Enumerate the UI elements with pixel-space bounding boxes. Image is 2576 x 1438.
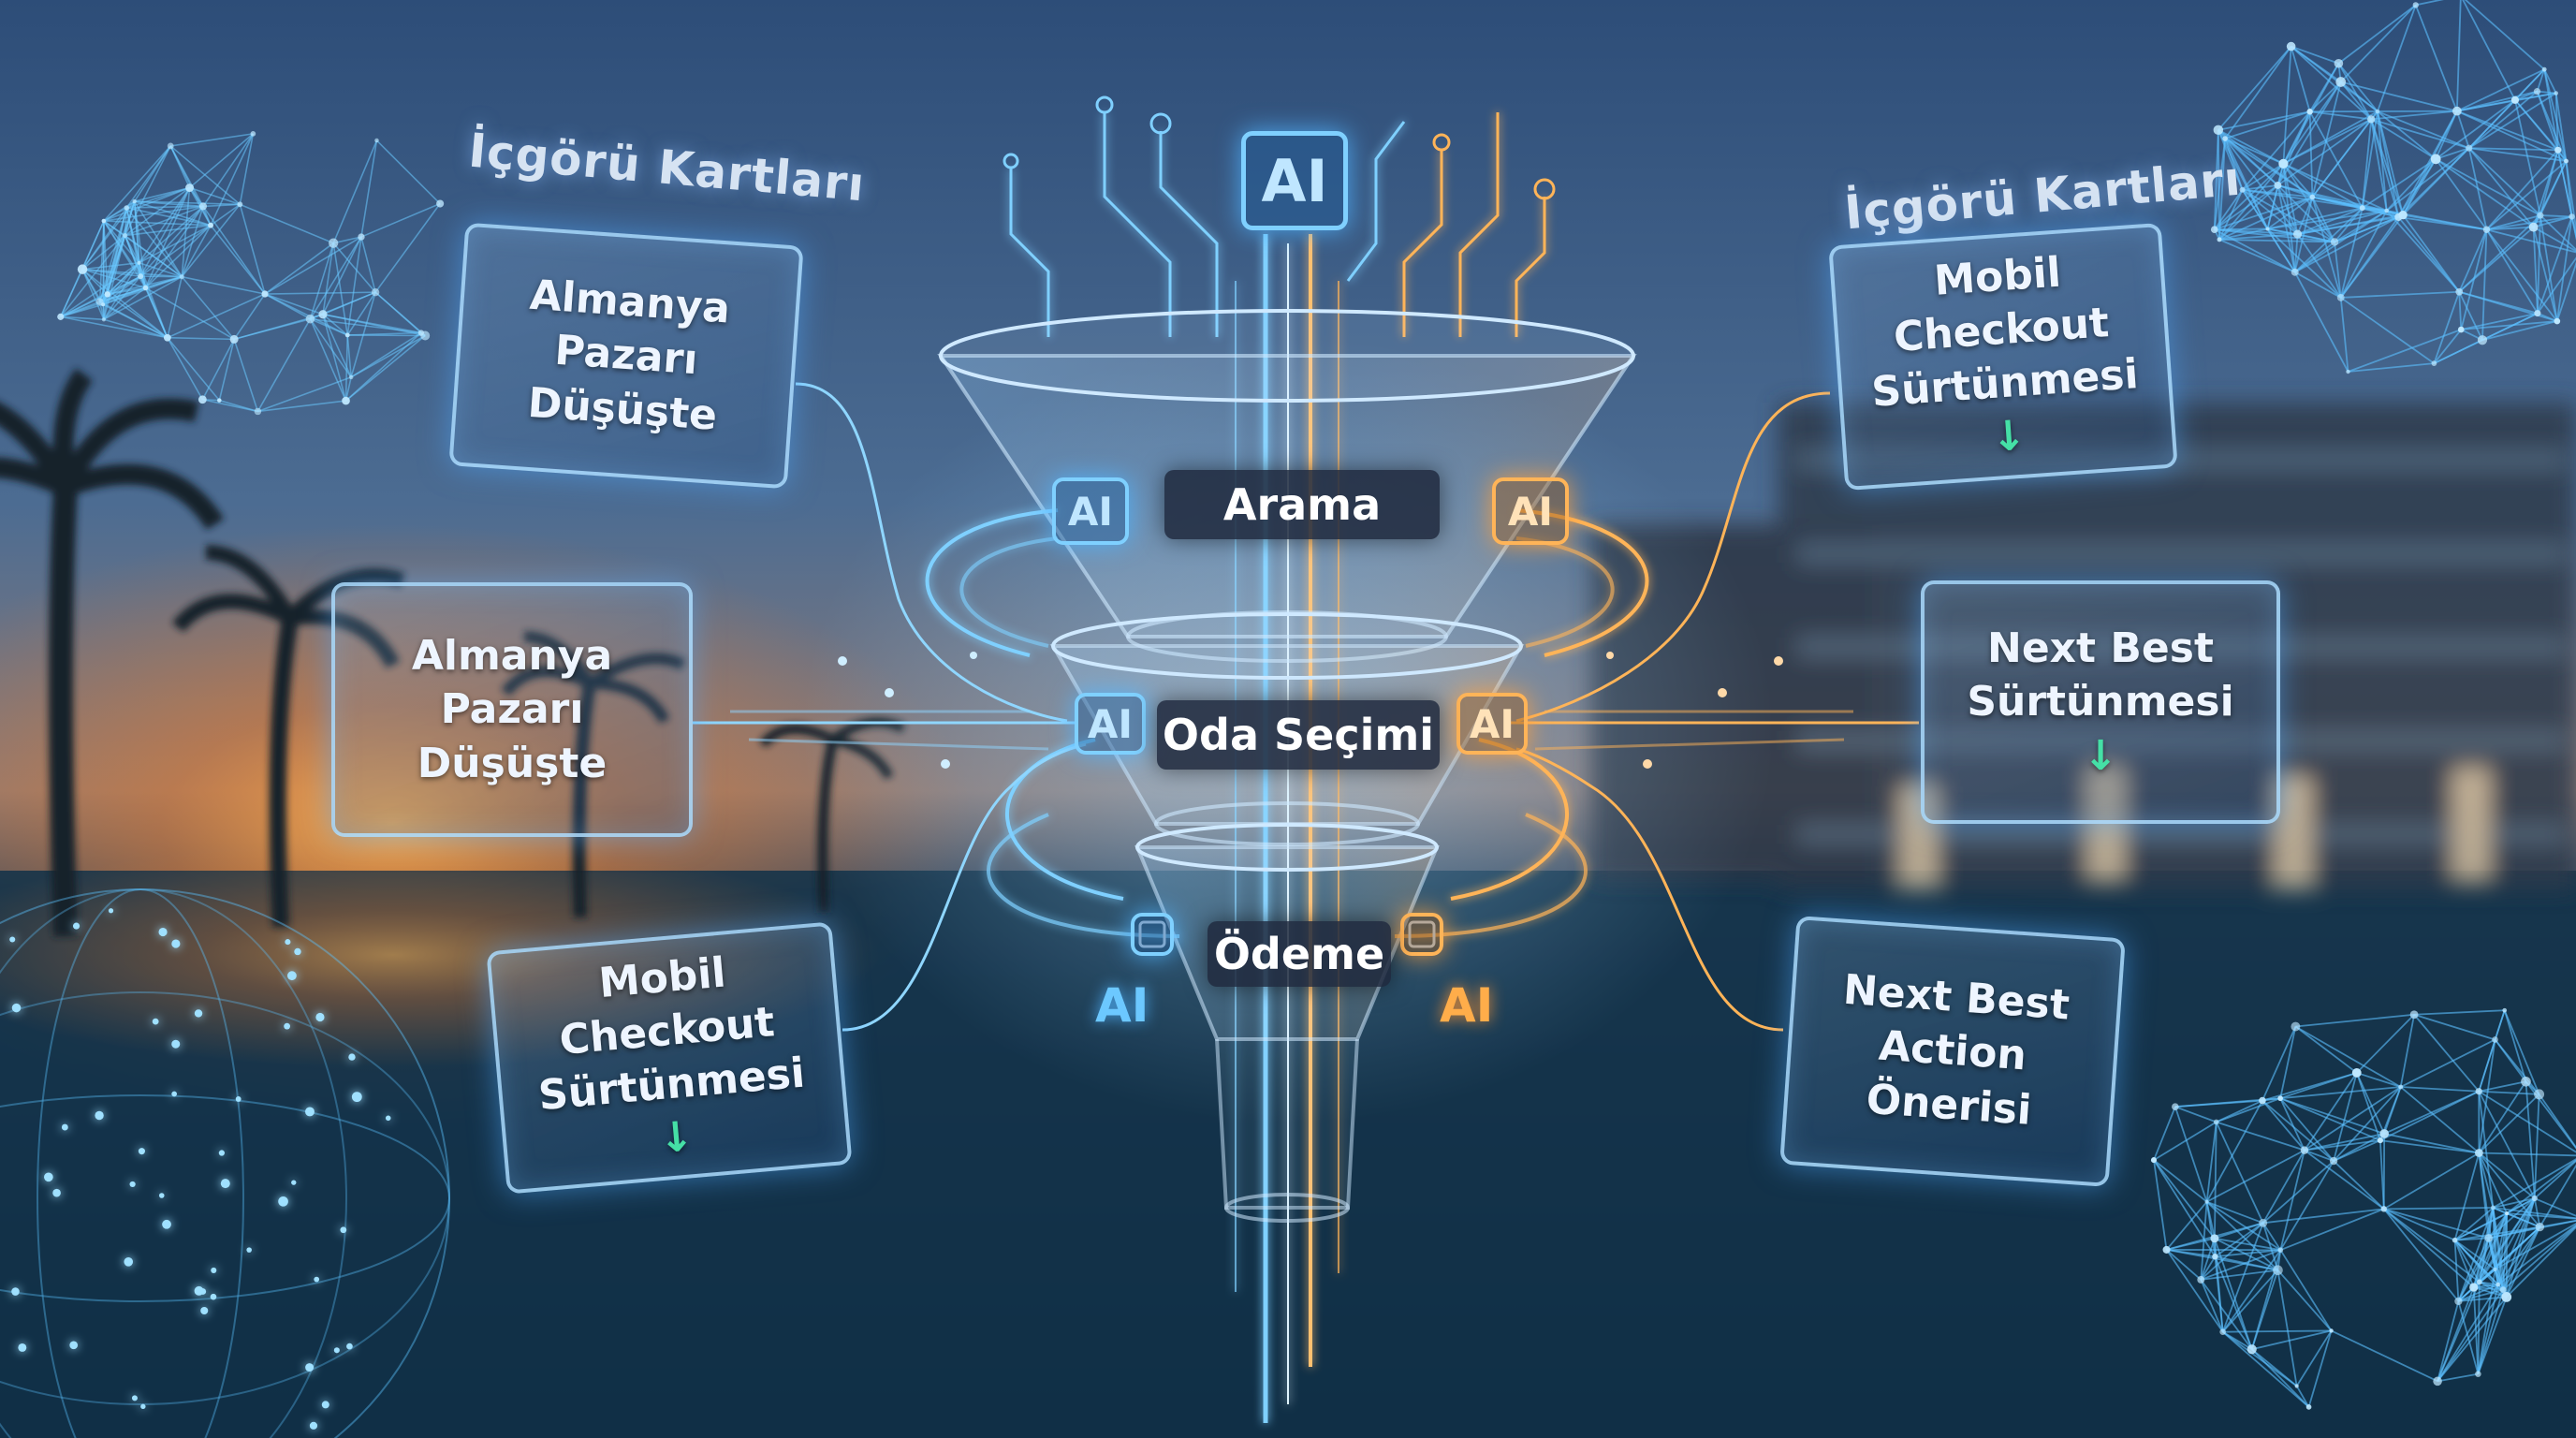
stage-search: Arama (1164, 470, 1440, 539)
left-card-3-arrow: ↓ (656, 1112, 696, 1164)
left-card-2-line1: Almanya Pazarı (411, 632, 613, 734)
ai-chip-top-label: AI (1261, 146, 1328, 215)
right-card-2-line2: Sürtünmesi (1967, 678, 2234, 726)
ai-chip-left-2-label: AI (1087, 700, 1134, 747)
ai-chip-left-3 (1131, 913, 1174, 956)
right-card-1-line1: Mobil Checkout (1892, 248, 2111, 361)
left-card-1-line2: Düşüşte (526, 378, 719, 440)
ai-chip-right-1-label: AI (1507, 488, 1554, 535)
ai-chip-right-2-label: AI (1469, 700, 1515, 747)
ai-chip-left-1: AI (1052, 477, 1129, 545)
stage-room-selection-label: Oda Seçimi (1162, 710, 1435, 760)
ai-label-left: AI (1095, 978, 1149, 1033)
stage-payment: Ödeme (1208, 921, 1391, 987)
ai-chip-top: AI (1241, 131, 1348, 230)
right-card-3-line2: Action Önerisi (1865, 1021, 2033, 1135)
left-card-3-line1: Mobil Checkout (557, 948, 777, 1064)
ai-chip-right-3 (1400, 913, 1443, 956)
right-card-1-arrow: ↓ (1989, 411, 2028, 462)
ai-chip-left-2: AI (1075, 693, 1146, 755)
ai-chip-left-1-label: AI (1067, 488, 1114, 535)
left-card-1-line1: Almanya Pazarı (528, 271, 732, 385)
right-card-2-arrow: ↓ (2083, 731, 2118, 780)
ai-chip-right-1: AI (1492, 477, 1569, 545)
ai-chip-right-2: AI (1456, 693, 1528, 755)
left-card-2-line2: Düşüşte (417, 739, 607, 787)
right-card-2-line1: Next Best (1987, 624, 2214, 673)
stage-payment-label: Ödeme (1213, 929, 1385, 979)
stage-room-selection: Oda Seçimi (1157, 700, 1440, 770)
ai-label-right: AI (1440, 978, 1494, 1033)
stage-search-label: Arama (1222, 479, 1382, 530)
right-card-3-line1: Next Best (1841, 965, 2071, 1030)
